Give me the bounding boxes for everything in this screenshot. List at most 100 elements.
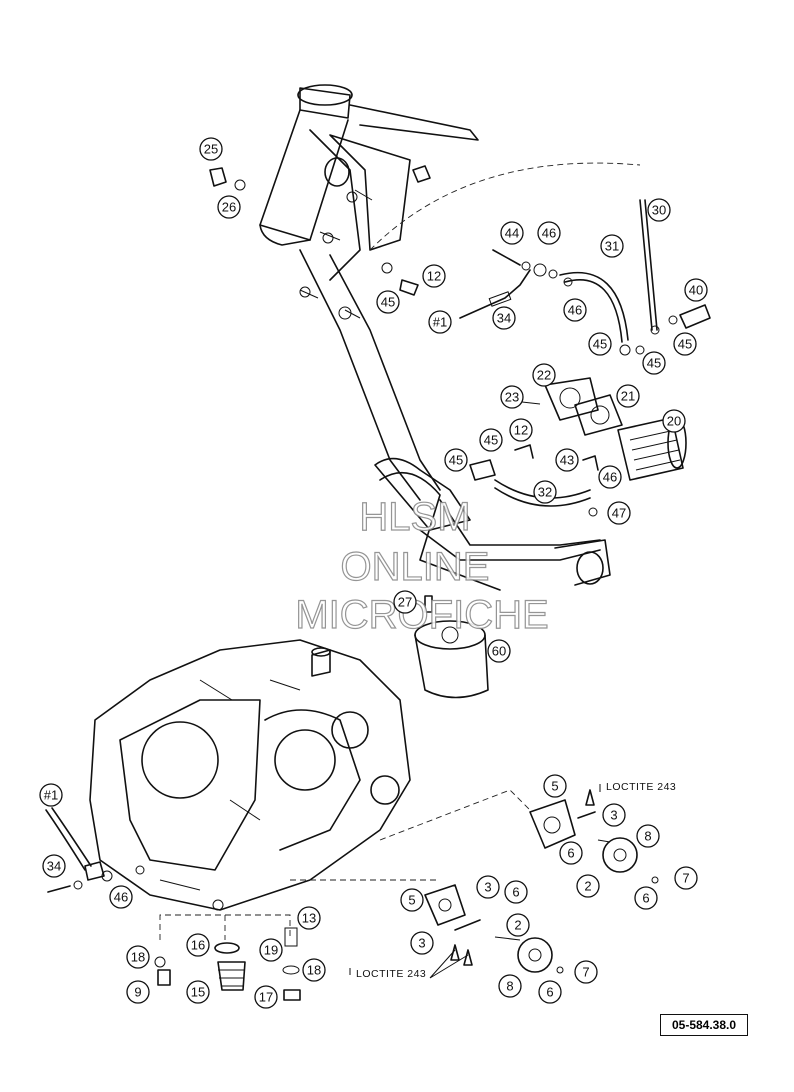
callout-label: 2: [514, 918, 521, 933]
callout-26: 26: [217, 195, 241, 219]
callout-label: 32: [538, 485, 552, 500]
callout-circle: [537, 221, 561, 245]
callout-circle: [297, 906, 321, 930]
callout-label: #1: [433, 315, 447, 330]
callout-label: 9: [134, 985, 141, 1000]
callout-23: 23: [500, 385, 524, 409]
callout-circle: [504, 880, 528, 904]
oil-lines-upper: [209, 162, 711, 356]
callout-circle: [532, 363, 556, 387]
callout-43: 43: [555, 448, 579, 472]
callout-circle: [555, 448, 579, 472]
callout-22: 22: [532, 363, 556, 387]
callout-label: 7: [682, 871, 689, 886]
callout-label: 3: [418, 936, 425, 951]
callout-circle: [506, 913, 530, 937]
callout-circle: [673, 332, 697, 356]
callout-circle: [376, 290, 400, 314]
callout-circle: [126, 945, 150, 969]
callout-label: 34: [497, 311, 511, 326]
callout-6: 6: [538, 980, 562, 1004]
callout-circle: [600, 234, 624, 258]
callout-label: 6: [567, 846, 574, 861]
callout-16: 16: [186, 933, 210, 957]
callout-6: 6: [634, 886, 658, 910]
callout-circle: [647, 198, 671, 222]
callout-circle: [393, 590, 417, 614]
callout-45: 45: [376, 290, 400, 314]
callout-label: 30: [652, 203, 666, 218]
callout-label: 5: [551, 779, 558, 794]
lower-left-parts: [45, 807, 301, 1001]
callout-label: 46: [542, 226, 556, 241]
callout-7: 7: [674, 866, 698, 890]
callout-label: 46: [603, 470, 617, 485]
callout-label: 20: [667, 414, 681, 429]
callout-label: 17: [259, 990, 273, 1005]
callout-44: 44: [500, 221, 524, 245]
callout-circle: [576, 874, 600, 898]
callout-label: 18: [307, 963, 321, 978]
callout-label: 6: [512, 885, 519, 900]
callout-3: 3: [602, 803, 626, 827]
callout-circle: [684, 278, 708, 302]
callout-circle: [476, 875, 500, 899]
callout-60: 60: [487, 639, 511, 663]
callout-40: 40: [684, 278, 708, 302]
callout-label: 40: [689, 283, 703, 298]
callout-circle: [126, 980, 150, 1004]
callout-30: 30: [647, 198, 671, 222]
callout-21: 21: [616, 384, 640, 408]
callout-circle: [602, 803, 626, 827]
callout-label: 45: [647, 356, 661, 371]
callout-circle: [492, 306, 516, 330]
reference-number: 05-584.38.0: [660, 1014, 748, 1036]
watermark-line-1: HLSM: [359, 495, 470, 539]
loctite-note-upper: LOCTITE 243: [606, 781, 676, 793]
engine-case: [89, 639, 411, 911]
callout-circle: [487, 639, 511, 663]
callout-18: 18: [302, 958, 326, 982]
callout-label: 12: [427, 269, 441, 284]
callout-label: 46: [114, 890, 128, 905]
callout-circle: [217, 195, 241, 219]
callout-label: 23: [505, 390, 519, 405]
callout-label: 45: [593, 337, 607, 352]
callout-7: 7: [574, 960, 598, 984]
callout-circle: [538, 980, 562, 1004]
callout-46: 46: [563, 298, 587, 322]
callout-label: 44: [505, 226, 519, 241]
callout-circle: [109, 885, 133, 909]
callout-13: 13: [297, 906, 321, 930]
callout-circle: [642, 351, 666, 375]
callout-label: 12: [514, 423, 528, 438]
callout-circle: [500, 221, 524, 245]
callout-circle: [444, 448, 468, 472]
callout-label: 31: [605, 239, 619, 254]
callout-circle: [259, 938, 283, 962]
callout-5: 5: [543, 774, 567, 798]
callout-circle: [616, 384, 640, 408]
callout-label: 8: [506, 979, 513, 994]
callout-circle: [500, 385, 524, 409]
callout-12: 12: [422, 264, 446, 288]
callout-circle: [428, 310, 452, 334]
callout-circle: [662, 409, 686, 433]
callout-label: 45: [449, 453, 463, 468]
callout-label: 45: [381, 295, 395, 310]
callout-label: 43: [560, 453, 574, 468]
callout-46: 46: [598, 465, 622, 489]
callout-circle: [598, 465, 622, 489]
callout-17: 17: [254, 985, 278, 1009]
callout-8: 8: [498, 974, 522, 998]
callout-45: 45: [444, 448, 468, 472]
callout-ref-1: #1: [39, 783, 63, 807]
callout-18: 18: [126, 945, 150, 969]
callout-31: 31: [600, 234, 624, 258]
callout-19: 19: [259, 938, 283, 962]
callout-6: 6: [504, 880, 528, 904]
callout-ref-1: #1: [428, 310, 452, 334]
watermark-line-2: ONLINE: [341, 545, 490, 589]
oil-pump-assembly: [290, 789, 659, 974]
watermark: HLSM ONLINE MICROFICHE: [295, 494, 550, 637]
